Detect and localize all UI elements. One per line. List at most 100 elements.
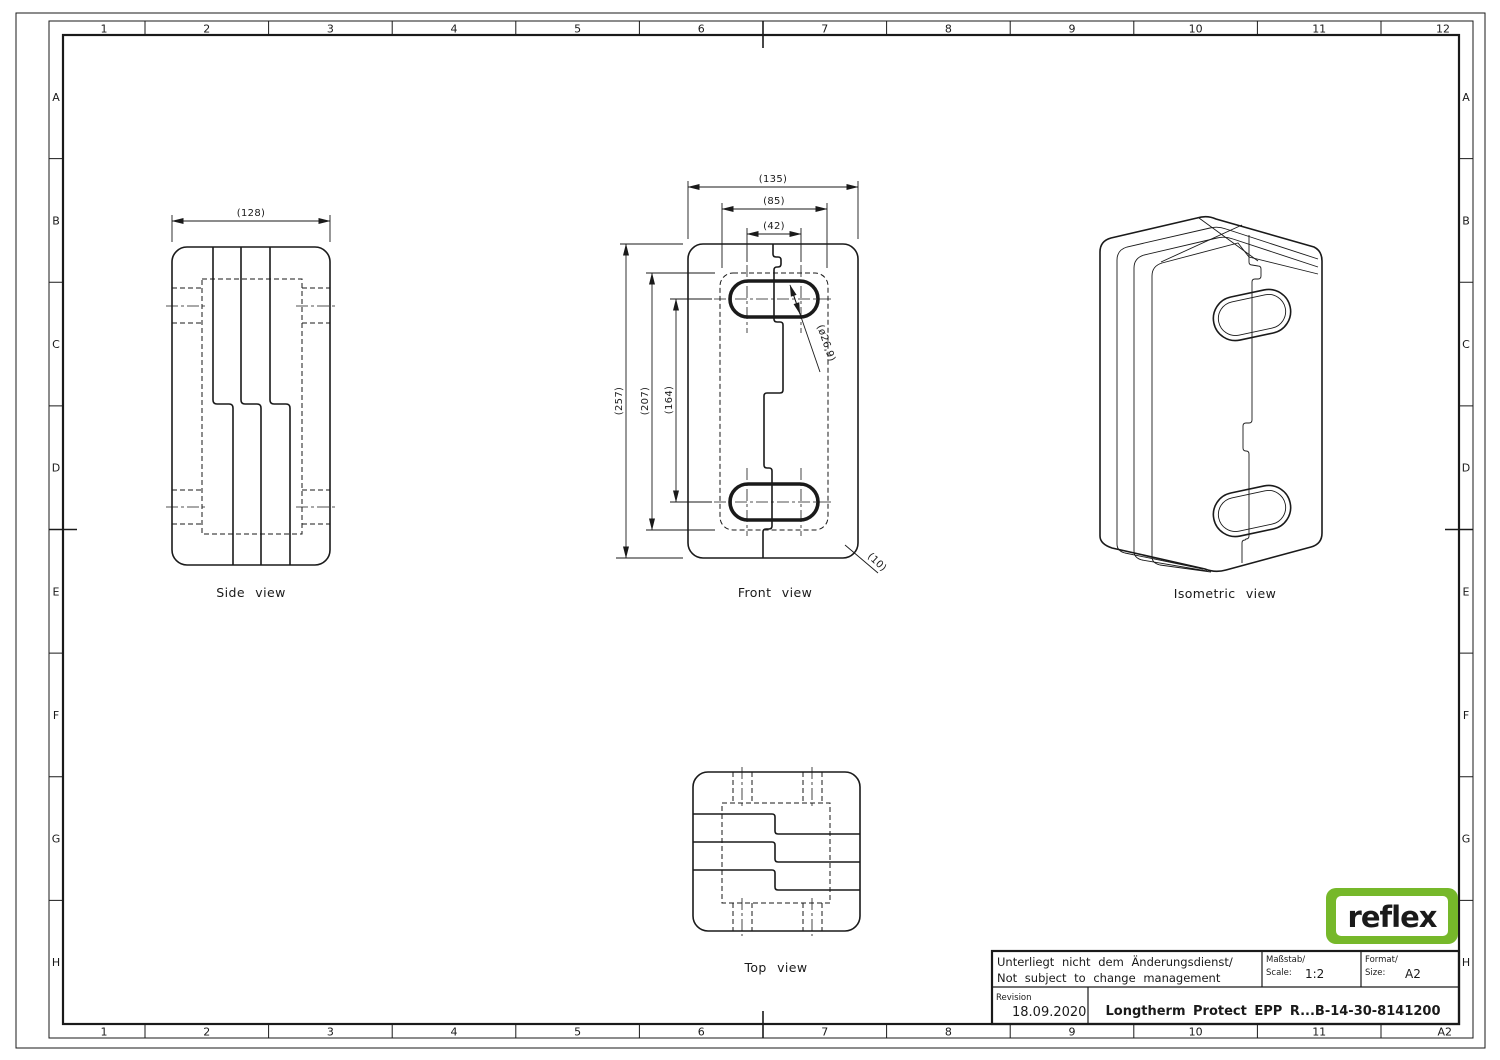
iso-lower-slot [1212,484,1292,538]
side-view: (128) Side view [166,208,336,600]
iso-upper-slot-inner [1217,294,1287,336]
reflex-logo: reflex [1326,888,1458,944]
title-block-dividers [992,951,1459,1024]
front-view-label: Front view [738,585,812,600]
grid-row-left-H: H [52,956,60,969]
grid-col-bottom-7: 7 [821,1026,828,1039]
grid-col-bottom-2: 2 [203,1026,210,1039]
grid-row-right-B: B [1462,214,1470,227]
iso-top-parting-cross [1160,217,1259,263]
front-radius-text: (10) [865,551,888,574]
grid-row-right-C: C [1462,338,1470,351]
top-view: Top view [692,767,861,975]
change-note-en: Not subject to change management [997,971,1221,985]
grid-col-bottom-4: 4 [451,1026,458,1039]
grid-row-left-C: C [52,338,60,351]
grid-row-left-B: B [52,214,60,227]
scale-label-de: Maßstab/ [1266,955,1305,965]
iso-lower-slot-inner [1217,490,1287,532]
side-view-outline [171,246,331,566]
side-width-dim-text: (128) [237,208,265,219]
title-block: Unterliegt nicht dem Änderungsdienst/ No… [990,949,1461,1026]
side-view-hidden-core [201,278,303,535]
grid-row-left-E: E [53,585,60,598]
grid-col-bottom-1: 1 [101,1026,108,1039]
iso-shell-2 [1133,236,1319,551]
top-view-parting-line-2 [693,841,860,863]
top-view-hidden-slots [732,772,823,931]
front-view-outline [687,243,859,559]
grid-row-right-E: E [1463,585,1470,598]
top-view-outline [692,771,861,932]
grid-row-right-F: F [1463,709,1469,722]
iso-front-parting-line [1241,235,1262,563]
grid-col-top-5: 5 [574,23,581,36]
grid-col-top-10: 10 [1189,23,1203,36]
front-dim85-ext [721,203,828,268]
grid-row-left-A: A [52,91,60,104]
grid-col-bottom-6: 6 [698,1026,705,1039]
grid-col-bottom-8: 8 [945,1026,952,1039]
front-dim164-text: (164) [664,386,675,414]
format-label-en: Size: [1365,968,1385,978]
isometric-view-label: Isometric view [1174,586,1276,601]
grid-row-left-G: G [52,833,61,846]
page-border [15,12,1486,1049]
top-view-parting-line-1 [693,813,860,835]
iso-shell-3 [1151,242,1319,557]
grid-row-left-F: F [53,709,59,722]
front-slot-dia-leader2 [791,289,801,315]
change-note-de: Unterliegt nicht dem Änderungsdienst/ [997,954,1233,969]
side-view-parting-line-2 [240,247,262,565]
side-view-parting-line-3 [269,247,291,565]
front-dim85-text: (85) [763,196,785,207]
grid-col-bottom-9: 9 [1069,1026,1076,1039]
front-slot-dia-text: (ø26,9) [814,323,837,363]
front-dim207-text: (207) [640,387,651,415]
grid-col-top-2: 2 [203,23,210,36]
grid-col-bottom-10: 10 [1189,1026,1203,1039]
top-view-label: Top view [743,960,807,975]
iso-upper-slot [1212,288,1292,342]
isometric-view: Isometric view [1099,215,1323,601]
grid-col-top-12: 12 [1436,23,1450,36]
front-dim207-ext [646,272,715,531]
grid-row-right-H: H [1462,956,1470,969]
drawing-title: Longtherm Protect EPP R...B-14-30-814120… [1105,1004,1440,1019]
grid-col-top-9: 9 [1069,23,1076,36]
iso-shell-bottoms [1116,543,1212,573]
front-dim135-ext [687,181,859,239]
front-dim42-text: (42) [763,221,785,232]
grid-column-dividers [144,21,1382,1038]
front-view: (135) (85) (42) (257) (207) (164) (ø26,9… [614,174,888,600]
grid-row-dividers [49,158,1473,901]
front-dim135-text: (135) [759,174,787,185]
grid-col-top-4: 4 [451,23,458,36]
top-view-parting-line-3 [693,869,860,891]
grid-col-top-11: 11 [1312,23,1326,36]
grid-row-right-D: D [1462,462,1470,475]
grid-row-right-G: G [1462,833,1471,846]
grid-col-top-8: 8 [945,23,952,36]
front-dim257-text: (257) [614,387,625,415]
format-label-de: Format/ [1365,955,1398,965]
grid-col-top-7: 7 [821,23,828,36]
format-value: A2 [1405,967,1421,981]
side-view-hidden-slots [172,287,330,525]
iso-lower-slot-outer [1212,484,1292,538]
grid-col-bottom-3: 3 [327,1026,334,1039]
iso-silhouette [1099,215,1323,573]
grid-col-top-3: 3 [327,23,334,36]
grid-row-left-D: D [52,462,60,475]
revision-label: Revision [996,993,1032,1003]
grid-row-right-A: A [1462,91,1470,104]
logo-white-panel [1336,896,1448,936]
scale-value: 1:2 [1305,967,1324,981]
grid-col-top-1: 1 [101,23,108,36]
top-view-hidden-core [721,802,831,904]
scale-label-en: Scale: [1266,968,1292,978]
